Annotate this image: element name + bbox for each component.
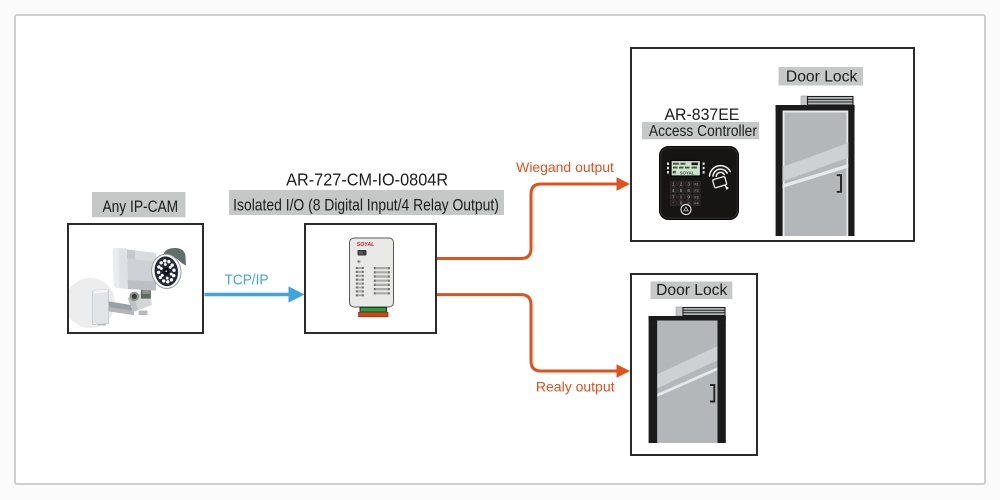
svg-text:F3: F3 <box>694 195 698 199</box>
svg-text:#: # <box>687 201 690 206</box>
svg-text:Door Lock: Door Lock <box>786 68 857 85</box>
svg-text:*: * <box>672 201 674 206</box>
svg-text:SOYAL: SOYAL <box>680 170 695 175</box>
svg-text:6: 6 <box>687 188 690 193</box>
svg-text:F1: F1 <box>694 182 698 186</box>
svg-text:5: 5 <box>680 188 683 193</box>
svg-text:Door Lock: Door Lock <box>656 282 727 299</box>
svg-text:Any IP-CAM: Any IP-CAM <box>102 198 178 217</box>
svg-text:2: 2 <box>680 181 683 186</box>
svg-text:TCP/IP: TCP/IP <box>224 272 268 289</box>
svg-text:0: 0 <box>680 201 683 206</box>
svg-text:9: 9 <box>687 194 690 199</box>
svg-text:Access Controller: Access Controller <box>649 123 757 140</box>
svg-text:Realy output: Realy output <box>536 378 615 394</box>
svg-text:7: 7 <box>672 194 675 199</box>
svg-text:4: 4 <box>672 188 675 193</box>
svg-text:F2: F2 <box>694 189 698 193</box>
svg-text:F4: F4 <box>694 202 698 206</box>
svg-text:SOYAL: SOYAL <box>357 242 374 248</box>
svg-text:Isolated I/O (8 Digital Input/: Isolated I/O (8 Digital Input/4 Relay Ou… <box>233 196 499 215</box>
svg-text:8: 8 <box>680 194 683 199</box>
svg-text:AR-837EE: AR-837EE <box>664 106 739 124</box>
svg-text:Wiegand output: Wiegand output <box>516 159 614 175</box>
svg-text:AR-727-CM-IO-0804R: AR-727-CM-IO-0804R <box>286 169 448 190</box>
svg-text:3: 3 <box>687 181 690 186</box>
svg-text:1: 1 <box>672 181 675 186</box>
